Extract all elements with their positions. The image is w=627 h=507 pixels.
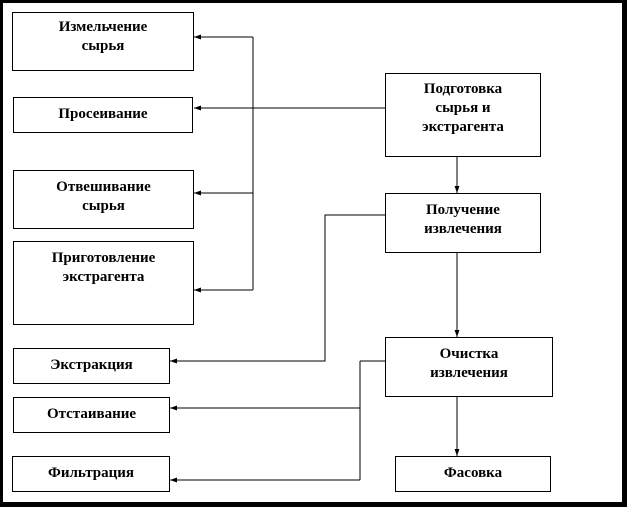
connector-obtaining-to-extraction: [170, 214, 385, 364]
node-extractant-prep: Приготовление экстрагента: [13, 241, 194, 325]
node-packaging: Фасовка: [395, 456, 551, 492]
node-settling: Отстаивание: [13, 397, 170, 433]
node-grinding: Измельчение сырья: [12, 12, 194, 71]
node-obtaining: Получение извлечения: [385, 193, 541, 253]
node-preparation: Подготовка сырья и экстрагента: [385, 73, 541, 157]
node-sieving: Просеивание: [13, 97, 193, 133]
node-filtration: Фильтрация: [12, 456, 170, 492]
node-purification: Очистка извлечения: [385, 337, 553, 397]
node-weighing: Отвешивание сырья: [13, 170, 194, 229]
node-extraction: Экстракция: [13, 348, 170, 384]
